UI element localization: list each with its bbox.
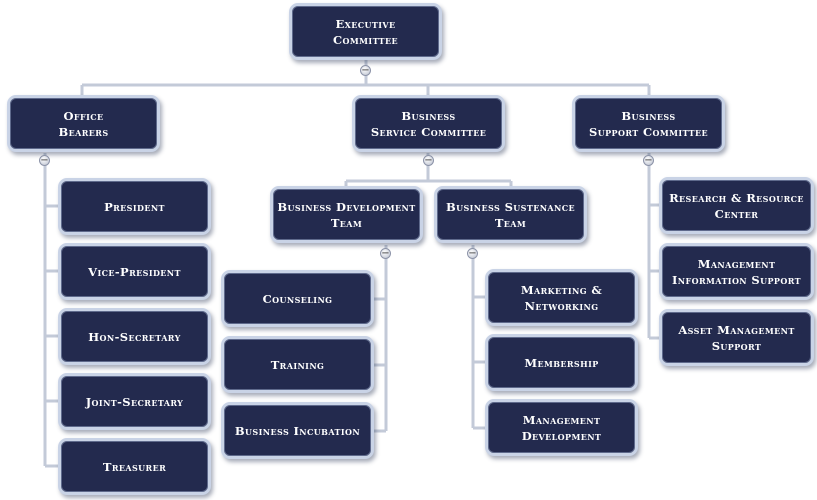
node-business-incubation[interactable]: Business Incubation	[221, 402, 374, 459]
node-joint-secretary[interactable]: Joint-Secretary	[58, 373, 211, 430]
node-business-service-committee[interactable]: Business Service Committee	[352, 95, 505, 152]
node-research-resource-center[interactable]: Research & Resource Center	[659, 177, 814, 234]
collapse-toggle-business-support[interactable]: −	[643, 154, 654, 166]
collapse-toggle-executive[interactable]: −	[360, 64, 371, 76]
node-business-support-committee[interactable]: Business Support Committee	[572, 95, 725, 152]
node-asset-management-support[interactable]: Asset Management Support	[659, 309, 814, 366]
node-office-bearers[interactable]: Office Bearers	[7, 95, 160, 152]
node-management-information-support[interactable]: Management Information Support	[659, 243, 814, 300]
collapse-toggle-business-service[interactable]: −	[423, 154, 434, 166]
node-treasurer[interactable]: Treasurer	[58, 438, 211, 495]
node-business-development-team[interactable]: Business Development Team	[270, 186, 423, 243]
collapse-toggle-business-development[interactable]: −	[380, 247, 391, 259]
node-management-development[interactable]: Management Development	[485, 399, 638, 456]
node-counseling[interactable]: Counseling	[221, 270, 374, 327]
node-training[interactable]: Training	[221, 336, 374, 393]
collapse-toggle-business-sustenance[interactable]: −	[467, 247, 478, 259]
node-hon-secretary[interactable]: Hon-Secretary	[58, 308, 211, 365]
node-business-sustenance-team[interactable]: Business Sustenance Team	[434, 186, 587, 243]
collapse-toggle-office-bearers[interactable]: −	[39, 154, 50, 166]
node-membership[interactable]: Membership	[485, 334, 638, 391]
node-president[interactable]: President	[58, 178, 211, 235]
node-executive-committee[interactable]: Executive Committee	[289, 3, 442, 60]
node-marketing-networking[interactable]: Marketing & Networking	[485, 269, 638, 326]
node-vice-president[interactable]: Vice-President	[58, 243, 211, 300]
